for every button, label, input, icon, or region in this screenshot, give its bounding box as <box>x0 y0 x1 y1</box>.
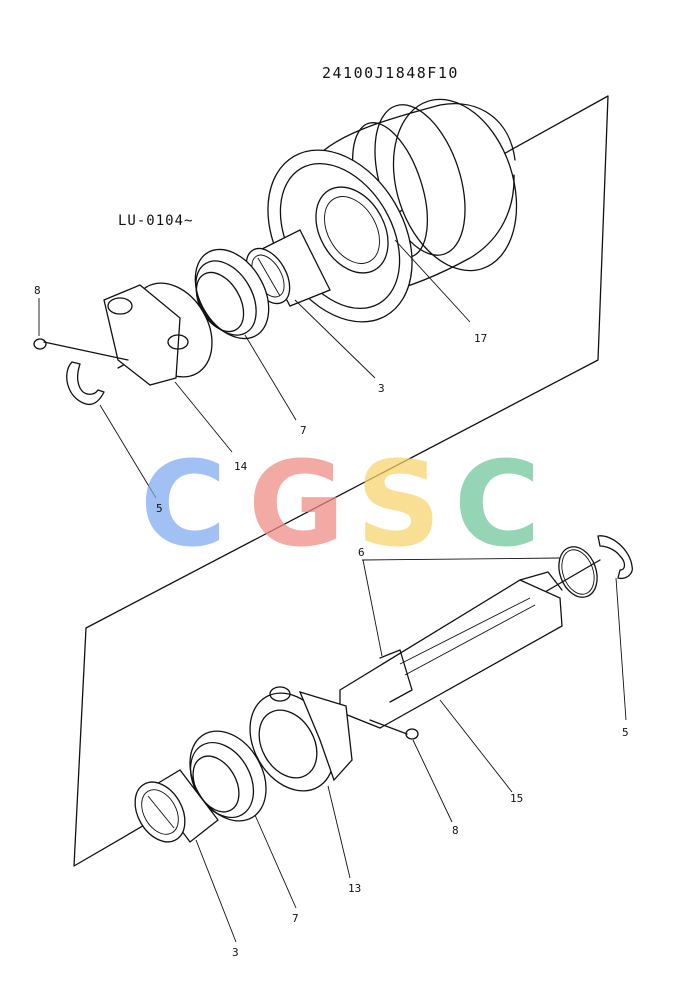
callout-right-ring: 5 <box>622 726 629 739</box>
serial-note: LU-0104~ <box>118 213 193 229</box>
callout-top-seal: 7 <box>300 424 307 437</box>
callout-bottom-seal: 7 <box>292 912 299 925</box>
watermark-letter-2: G <box>248 435 345 573</box>
bottom-floating-seal <box>189 730 297 909</box>
part-number: 24100J1848F10 <box>322 64 459 82</box>
callout-top-bolt: 8 <box>34 284 41 297</box>
bottom-collar <box>249 686 353 879</box>
callout-bottom-collar: 13 <box>348 882 361 895</box>
right-snap-ring <box>597 535 633 721</box>
callout-bottom-bushing: 3 <box>232 946 239 959</box>
callout-roller: 17 <box>474 332 487 345</box>
callout-oring: 6 <box>358 546 365 559</box>
shaft <box>339 571 563 793</box>
watermark-letter-3: S <box>356 435 441 573</box>
callout-shaft: 15 <box>510 792 523 805</box>
watermark-letter-4: C <box>454 435 541 573</box>
callout-top-collar: 14 <box>234 460 248 473</box>
bottom-bolt <box>369 719 453 823</box>
top-snap-ring <box>66 361 157 499</box>
watermark: C G S C <box>140 435 541 573</box>
callout-top-ring: 5 <box>156 502 163 515</box>
track-roller <box>267 98 518 323</box>
bottom-bushing <box>134 769 237 943</box>
callout-top-bushing: 3 <box>378 382 385 395</box>
callout-bottom-bolt: 8 <box>452 824 459 837</box>
top-bolt <box>33 298 129 361</box>
watermark-letter-1: C <box>140 435 227 573</box>
top-collar <box>103 282 233 453</box>
o-ring <box>361 546 598 657</box>
top-floating-seal <box>194 248 297 421</box>
